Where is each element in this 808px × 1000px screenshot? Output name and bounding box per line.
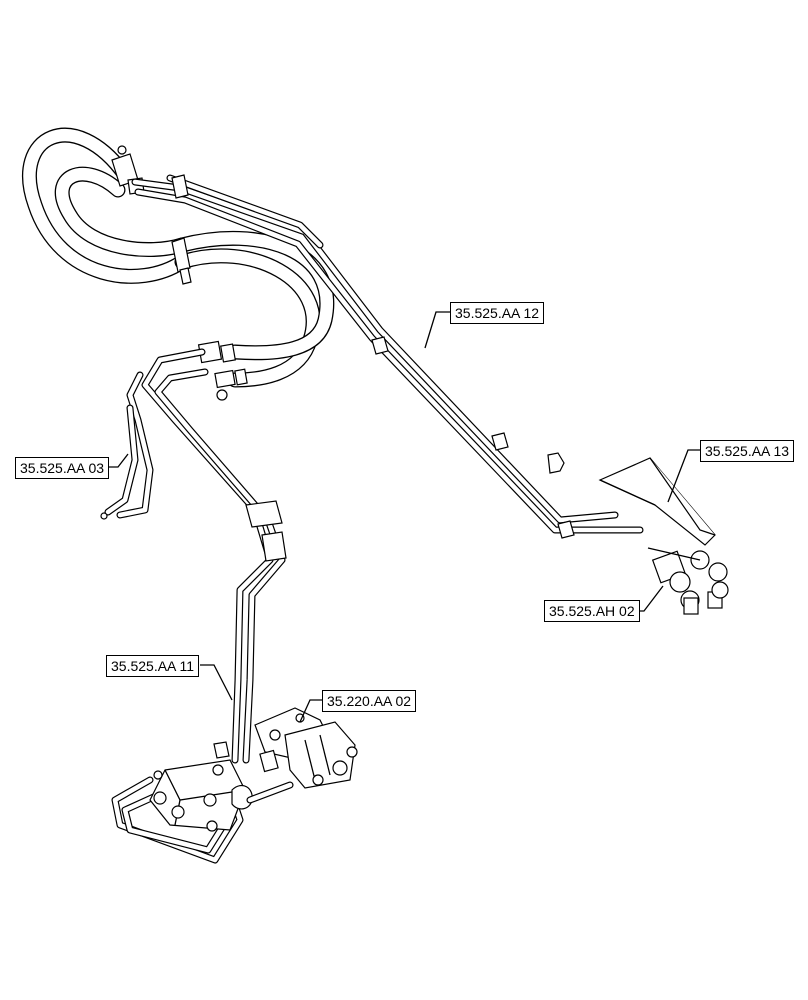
coupler-bracket bbox=[598, 457, 716, 546]
drain-tube bbox=[100, 371, 154, 520]
hose-clamps bbox=[111, 145, 192, 285]
callout-35-525-aa-03[interactable]: 35.525.AA 03 bbox=[15, 457, 110, 479]
quick-couplers bbox=[647, 547, 729, 615]
hydraulic-pump bbox=[254, 707, 358, 789]
hose-fittings bbox=[197, 340, 248, 401]
callout-35-525-aa-13[interactable]: 35.525.AA 13 bbox=[700, 440, 795, 462]
callout-leaders bbox=[106, 311, 700, 723]
hose-loop-group bbox=[22, 127, 335, 388]
callout-35-525-aa-12[interactable]: 35.525.AA 12 bbox=[450, 302, 545, 324]
valve-block-assembly bbox=[111, 759, 294, 864]
pump-tube-assembly bbox=[141, 348, 287, 764]
callout-35-525-aa-11[interactable]: 35.525.AA 11 bbox=[106, 655, 200, 677]
callout-35-525-ah-02[interactable]: 35.525.AH 02 bbox=[544, 600, 640, 622]
long-tube-assembly bbox=[131, 174, 644, 539]
callout-35-220-aa-02[interactable]: 35.220.AA 02 bbox=[322, 690, 417, 712]
